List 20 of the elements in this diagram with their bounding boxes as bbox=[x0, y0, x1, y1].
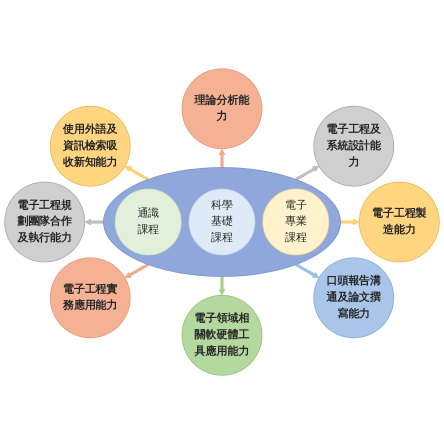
arrow bbox=[295, 263, 320, 278]
node-circle: 口頭報告溝通及論文撰寫能力 bbox=[313, 257, 394, 338]
node-circle: 電子專業課程 bbox=[262, 188, 330, 256]
arrow bbox=[124, 166, 149, 181]
node-circle: 電子工程規劃團隊合作及執行能力 bbox=[4, 182, 86, 262]
node-circle: 電子工程製造能力 bbox=[358, 182, 440, 262]
arrow bbox=[340, 218, 360, 226]
arrow bbox=[84, 218, 104, 226]
node-circle: 通識課程 bbox=[114, 188, 182, 256]
arrow bbox=[295, 166, 320, 181]
node-circle: 理論分析能力 bbox=[182, 68, 262, 150]
arrow bbox=[218, 276, 226, 296]
cluster bbox=[103, 167, 341, 277]
arrow bbox=[218, 148, 226, 168]
node-circle: 電子工程實務應用能力 bbox=[50, 257, 131, 338]
node-circle: 電子工程及系統設計能力 bbox=[313, 106, 394, 187]
node-circle: 使用外語及資訊檢索吸收新知能力 bbox=[50, 106, 131, 187]
node-circle: 電子領域相關軟硬體工具應用能力 bbox=[182, 294, 262, 376]
arrow bbox=[124, 263, 149, 278]
node-circle: 科學基礎課程 bbox=[188, 188, 256, 256]
